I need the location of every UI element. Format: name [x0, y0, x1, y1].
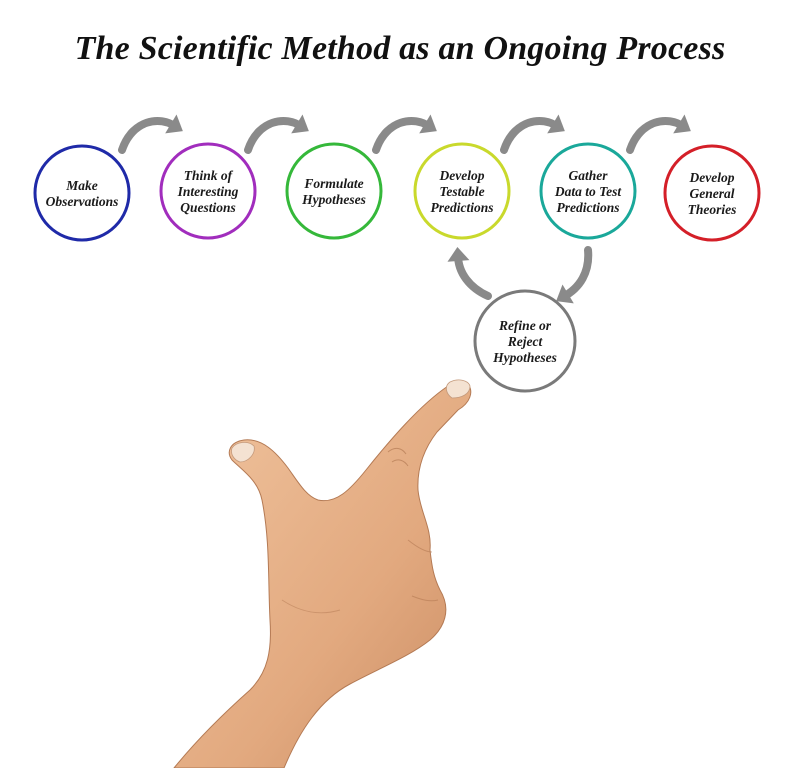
- circle-ring: [159, 142, 257, 240]
- circle-ring: [473, 289, 577, 393]
- flow-arrows: [118, 114, 691, 304]
- step-label-line: Formulate: [303, 176, 363, 191]
- arrow-icon: [559, 246, 593, 301]
- step-label-line: Predictions: [431, 200, 494, 215]
- diagram-title: The Scientific Method as an Ongoing Proc…: [74, 30, 726, 67]
- step-label-line: Questions: [180, 200, 236, 215]
- arrow-icon: [500, 116, 562, 154]
- circle-ring: [413, 142, 511, 240]
- step-label-line: Data to Test: [554, 184, 623, 199]
- step-label-line: Develop: [689, 170, 735, 185]
- pointing-hand-image: [173, 379, 472, 768]
- step-label-line: Hypotheses: [492, 350, 557, 365]
- step-label-line: Make: [65, 178, 98, 193]
- step-label-line: Interesting: [177, 184, 239, 199]
- arrowhead-icon: [547, 114, 565, 134]
- arrow-icon: [244, 116, 306, 154]
- circle-ring: [33, 144, 131, 242]
- step-label-line: Observations: [46, 194, 119, 209]
- step-label-line: Predictions: [557, 200, 620, 215]
- arrow-icon: [454, 251, 492, 300]
- arrow-icon: [626, 116, 688, 154]
- step-label-line: Develop: [439, 168, 485, 183]
- arrowhead-icon: [556, 284, 574, 304]
- arrowhead-icon: [447, 247, 470, 262]
- step-label-line: Refine or: [498, 318, 552, 333]
- circle-ring: [539, 142, 637, 240]
- arrow-icon: [372, 116, 434, 154]
- step-label-line: Testable: [439, 184, 484, 199]
- step-label-line: Think of: [184, 168, 234, 183]
- arrow-icon: [118, 116, 180, 154]
- step-label-line: Reject: [507, 334, 544, 349]
- step-label-line: Gather: [568, 168, 608, 183]
- arrowhead-icon: [165, 114, 183, 134]
- step-label-line: General: [690, 186, 735, 201]
- arrowhead-icon: [419, 114, 437, 134]
- step-label-line: Hypotheses: [301, 192, 366, 207]
- circle-ring: [663, 144, 761, 242]
- arrowhead-icon: [291, 114, 309, 134]
- arrowhead-icon: [673, 114, 691, 134]
- circle-ring: [285, 142, 383, 240]
- step-label-line: Theories: [688, 202, 737, 217]
